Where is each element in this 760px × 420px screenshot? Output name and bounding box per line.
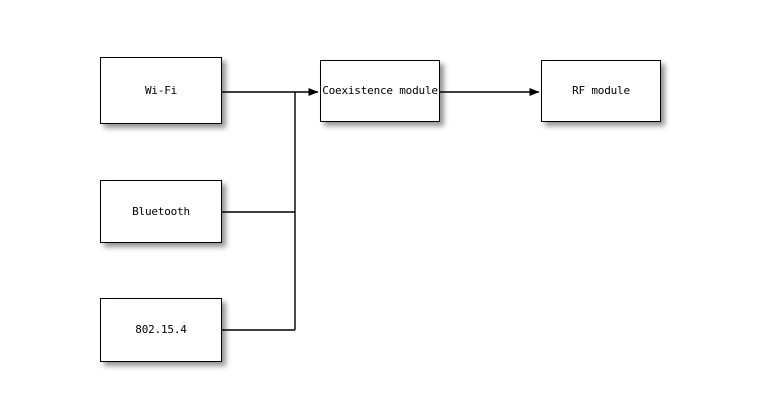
node-wifi[interactable]: Wi-Fi <box>100 57 222 124</box>
node-802-15-4-label: 802.15.4 <box>135 323 187 336</box>
node-rf-module[interactable]: RF module <box>541 60 661 122</box>
node-coexistence-module-label: Coexistence module <box>322 84 438 97</box>
node-wifi-label: Wi-Fi <box>144 83 178 97</box>
node-802-15-4[interactable]: 802.15.4 <box>100 298 222 362</box>
node-rf-module-label: RF module <box>572 84 630 97</box>
node-coexistence-module[interactable]: Coexistence module <box>320 60 440 122</box>
node-bluetooth-label: Bluetooth <box>132 204 190 218</box>
node-bluetooth[interactable]: Bluetooth <box>100 180 222 243</box>
